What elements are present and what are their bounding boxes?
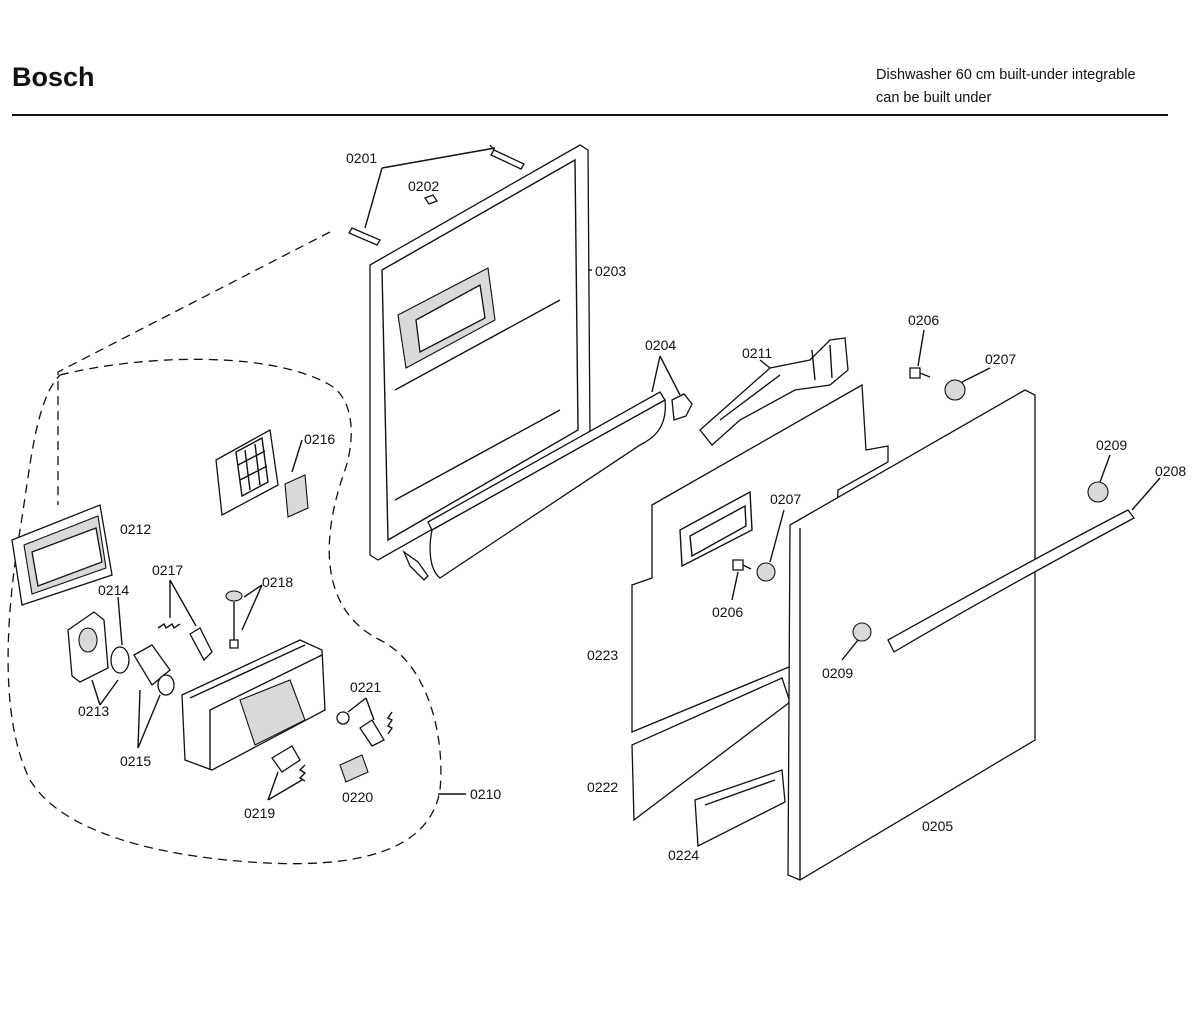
part-0207-cap-mid[interactable] — [756, 562, 776, 582]
part-0217-spring[interactable] — [157, 622, 181, 630]
leader-0209-upper — [1099, 454, 1111, 483]
leader-0219 — [267, 771, 303, 801]
model-description: Dishwasher 60 cm built-under integrable … — [876, 64, 1136, 110]
callout-0224: 0224 — [668, 847, 699, 863]
callout-0206-top: 0206 — [908, 312, 939, 328]
part-0224-toe-plate[interactable] — [694, 769, 786, 848]
part-0201-screw-top[interactable] — [489, 144, 525, 170]
callout-0210: 0210 — [470, 786, 501, 802]
part-0206-screw-mid[interactable] — [732, 559, 752, 571]
leader-0221 — [347, 697, 375, 721]
assembly-link-dashed-line — [57, 231, 331, 505]
description-line-1: Dishwasher 60 cm built-under integrable — [876, 67, 1136, 83]
leader-0218 — [241, 584, 263, 631]
part-0216-filter-holder[interactable] — [215, 428, 279, 517]
callout-0209-lower: 0209 — [822, 665, 853, 681]
part-0216-filter-pad[interactable] — [284, 474, 309, 518]
callout-0213: 0213 — [78, 703, 109, 719]
leader-0206-mid — [731, 571, 739, 601]
leader-0214 — [117, 596, 123, 646]
part-0210-control-housing[interactable] — [181, 639, 326, 771]
part-0213-housing[interactable] — [67, 611, 109, 683]
part-0207-cap-top[interactable] — [944, 379, 966, 401]
part-0209-cap-upper[interactable] — [1087, 481, 1109, 503]
callout-0215: 0215 — [120, 753, 151, 769]
leader-0204 — [651, 355, 681, 396]
callout-0207-mid: 0207 — [770, 491, 801, 507]
callout-0219: 0219 — [244, 805, 275, 821]
leader-0217 — [169, 579, 197, 627]
part-0203-inner-door[interactable] — [369, 144, 591, 561]
callout-0208: 0208 — [1155, 463, 1186, 479]
callout-0207-top: 0207 — [985, 351, 1016, 367]
leader-0216 — [291, 439, 303, 473]
part-0214-ring[interactable] — [110, 646, 130, 674]
callout-0203: 0203 — [595, 263, 626, 279]
leader-0213 — [91, 679, 119, 706]
leader-0208 — [1131, 477, 1161, 511]
part-0215-nozzle[interactable] — [133, 644, 175, 696]
part-0221-lever[interactable] — [359, 719, 385, 747]
callout-0221: 0221 — [350, 679, 381, 695]
part-0218-pin[interactable] — [225, 590, 243, 649]
callout-0220: 0220 — [342, 789, 373, 805]
leader-0209-lower — [841, 639, 859, 661]
leader-0215 — [137, 689, 161, 749]
callout-0214: 0214 — [98, 582, 129, 598]
description-line-2: can be built under — [876, 90, 992, 106]
callout-0223: 0223 — [587, 647, 618, 663]
leader-0201 — [364, 147, 496, 229]
callout-0204: 0204 — [645, 337, 676, 353]
header-divider — [12, 114, 1168, 116]
part-0217-lever[interactable] — [189, 627, 213, 662]
part-0201-screw-left[interactable] — [348, 227, 381, 246]
part-0221-spring[interactable] — [386, 711, 394, 735]
callout-0202: 0202 — [408, 178, 439, 194]
callout-0205: 0205 — [922, 818, 953, 834]
part-0212-frame[interactable] — [11, 504, 113, 606]
callout-0201: 0201 — [346, 150, 377, 166]
callout-0217: 0217 — [152, 562, 183, 578]
part-0202-clip[interactable] — [424, 194, 438, 205]
leader-0211 — [759, 359, 771, 369]
leader-0207-mid — [769, 509, 785, 563]
part-0219-switch[interactable] — [271, 745, 301, 773]
leader-0207-top — [961, 367, 991, 383]
part-0208-handle[interactable] — [887, 509, 1135, 653]
brand-title: Bosch — [12, 62, 95, 92]
part-0206-screw-top[interactable] — [909, 367, 931, 379]
callout-0209-upper: 0209 — [1096, 437, 1127, 453]
callout-0222: 0222 — [587, 779, 618, 795]
callout-0212: 0212 — [120, 521, 151, 537]
callout-0218: 0218 — [262, 574, 293, 590]
part-0221-ball[interactable] — [336, 711, 350, 725]
callout-0211: 0211 — [742, 345, 772, 361]
part-0204-seal-strip[interactable] — [402, 391, 693, 581]
part-0220-connector[interactable] — [339, 754, 369, 783]
part-0209-cap-lower[interactable] — [852, 622, 872, 642]
callout-0216: 0216 — [304, 431, 335, 447]
assembly-0210-boundary — [7, 358, 442, 865]
callout-0206-mid: 0206 — [712, 604, 743, 620]
part-0211-latch-bracket[interactable] — [699, 337, 849, 446]
leader-0206-top — [917, 329, 925, 367]
part-0219-spring[interactable] — [298, 764, 307, 782]
